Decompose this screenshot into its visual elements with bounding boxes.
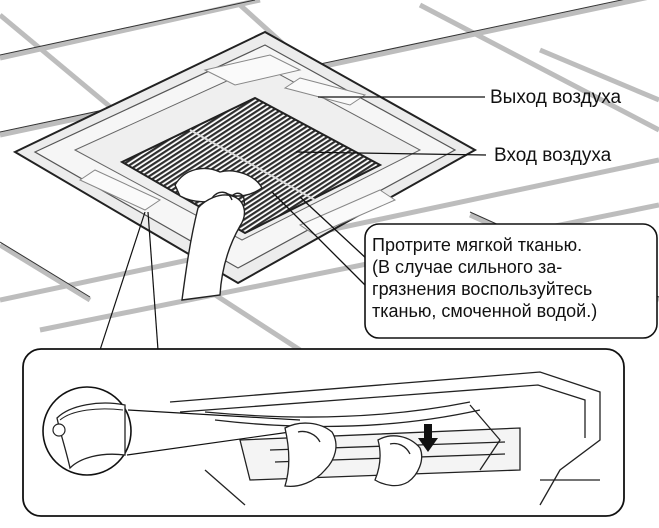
air-outlet-label: Выход воздуха (490, 87, 622, 108)
cassette-panel (12, 30, 478, 285)
callout-line: Протрите мягкой тканью. (372, 235, 583, 255)
inset-hands (284, 422, 423, 488)
press-down-arrow (418, 424, 438, 452)
air-inlet-label: Вход воздуха (494, 145, 612, 166)
callout-line: (В случае сильного за- (372, 257, 563, 277)
callout-line: грязнения воспользуйтесь (372, 279, 593, 299)
callout-box (364, 223, 658, 339)
magnified-hook-detail (42, 386, 301, 476)
cleaning-hand (174, 167, 263, 301)
callout-line: тканью, смоченной водой.) (372, 301, 598, 321)
callout-text: Протрите мягкой тканью. (В случае сильно… (372, 234, 597, 322)
